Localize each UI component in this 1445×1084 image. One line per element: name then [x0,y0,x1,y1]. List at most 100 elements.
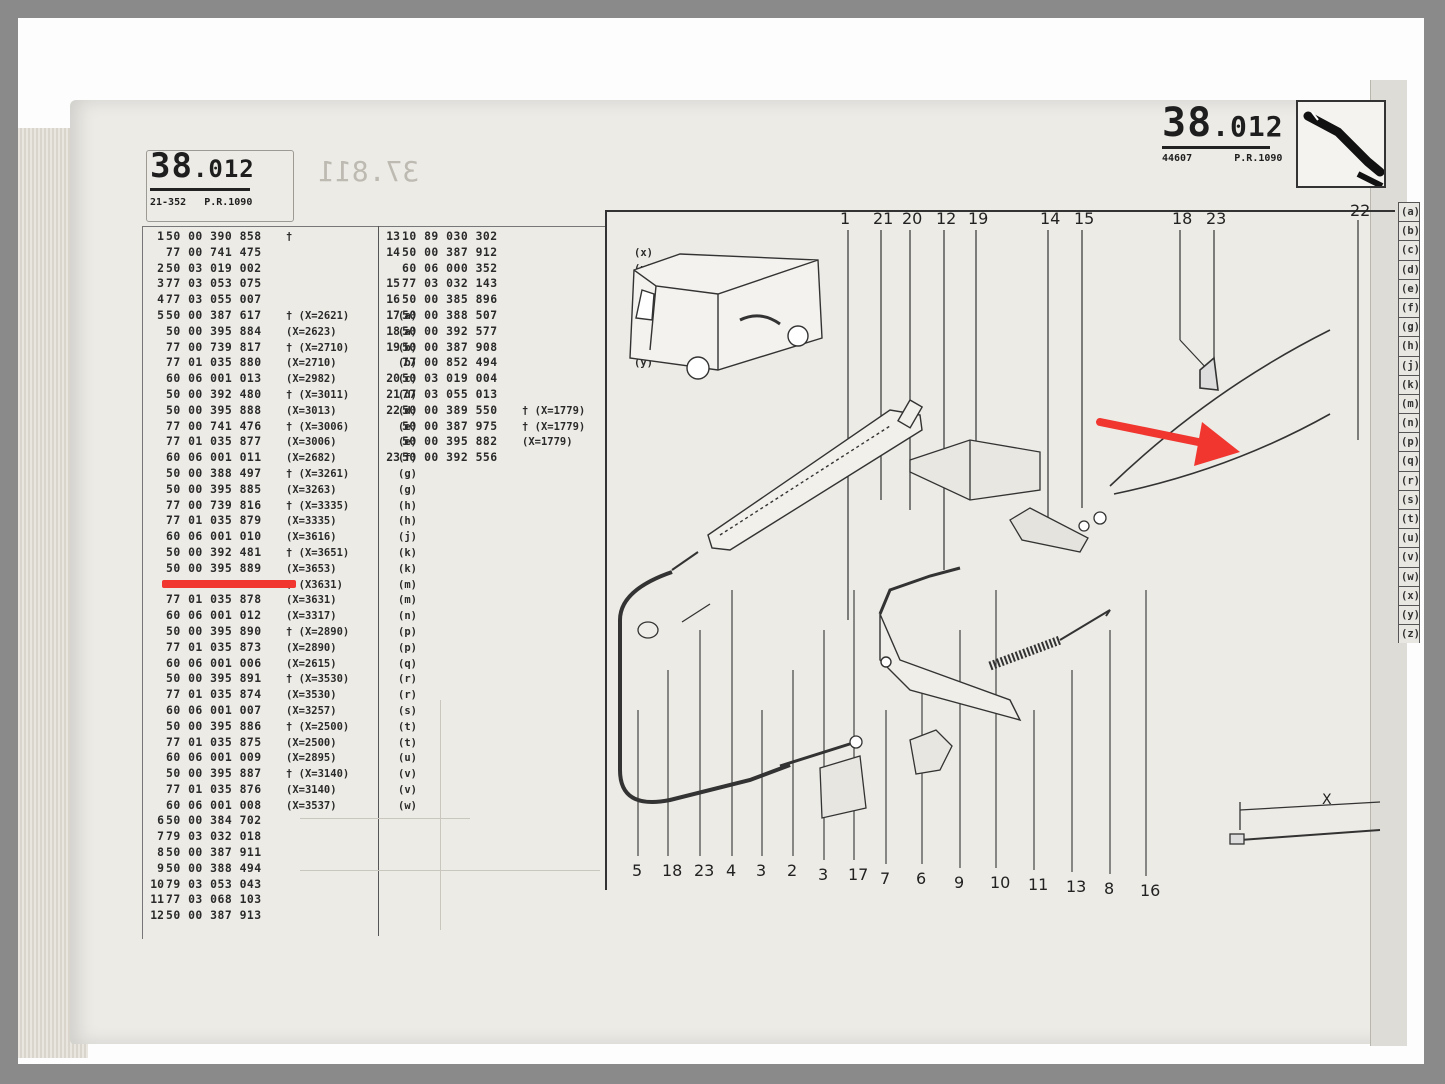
callout-bottom: 2 [787,861,797,880]
mounting-block [779,729,953,819]
part-number: 60 06 001 006 [166,655,262,670]
part-spec: † (X3631) [286,578,343,591]
bleed-line [300,818,470,819]
part-spec: (X=2895) [286,752,337,765]
part-number: 50 00 395 891 [166,671,262,686]
item-number: 11 [150,892,164,907]
item-number: 10 [150,876,164,891]
part-spec: (X=3006) [286,436,337,449]
variant-code: (j) [398,531,417,544]
part-spec: (X=2682) [286,452,337,465]
part-number: 77 03 068 103 [166,892,262,907]
front-cable [618,570,791,804]
part-row: 50 00 395 888(X=3013)(d) [146,403,417,419]
part-row: 50 00 395 886† (X=2500)(t) [146,719,417,735]
part-row: 60 06 001 007(X=3257)(s) [146,703,417,719]
part-row: 60 06 001 013(X=2982)(c) [146,371,417,387]
item-number: 19 [386,339,400,354]
item-number: 6 [157,813,164,828]
item-number: 20 [386,371,400,386]
item-number: 7 [157,829,164,844]
variant-code: (k) [398,562,417,575]
part-row: 50 00 395 884(X=2623)(a) [146,323,417,340]
part-number: 60 06 001 012 [166,608,262,623]
variant-letter: (k) [1398,374,1420,394]
callout-top: 18 [1172,209,1192,228]
part-number: 77 01 035 875 [166,734,262,749]
ref-main: 38 [150,146,193,186]
part-row: 77 00 739 816† (X=3335)(h) [146,498,417,514]
part-spec: † (X=2710) [286,341,350,354]
variant-letter: (r) [1398,470,1420,490]
part-number: 77 00 852 494 [402,355,498,370]
callout-bottom: 13 [1066,877,1086,896]
part-row: 77 00 739 817† (X=2710)(b) [146,340,417,356]
callout-top: 15 [1074,209,1094,228]
part-row: 77 00 741 475 [146,245,412,261]
callout-top: 22 [1350,201,1370,220]
part-row: 50 00 395 889(X=3653)(k) [146,560,417,577]
variant-letter: (s) [1398,489,1420,509]
variant-code: (h) [398,499,417,512]
variant-letter: (m) [1398,393,1420,414]
part-spec: (X=1779) [522,436,573,449]
part-spec: (X=3335) [286,515,337,528]
handbrake-icon-box [1296,100,1386,189]
part-row: 50 00 387 975† (X=1779) [382,419,648,435]
part-number: 50 00 392 556 [402,450,498,465]
callout-bottom: 23 [694,861,714,880]
handbrake-lever-part [707,399,924,551]
ref-pr: P.R.1090 [204,197,253,208]
variant-code: (p) [398,641,417,654]
part-row: 60 06 001 006(X=2615)(q) [146,655,417,672]
part-spec: † (X=1779) [522,420,586,433]
variant-letter: (a) [1398,202,1420,222]
part-number: 50 00 392 577 [402,323,498,338]
part-spec: † (X=3261) [286,467,350,480]
part-row: 50 00 395 891† (X=3530)(r) [146,671,417,687]
part-number: 79 03 053 043 [166,876,262,891]
part-spec: (X=3263) [286,483,337,496]
part-number: 50 00 395 884 [166,323,262,338]
van-illustration [629,253,823,380]
part-row: 77 01 035 874(X=3530)(r) [146,687,417,703]
item-number: 17 [386,307,400,322]
left-page-reference: 38.012 21-352 P.R.1090 [150,146,255,208]
part-number: 60 06 001 009 [166,750,262,765]
part-number: 77 01 035 876 [166,781,262,796]
part-number: 50 00 389 550 [402,402,498,417]
variant-code: (w) [398,799,417,812]
item-number: 21 [386,386,400,401]
part-number: 50 00 395 885 [166,481,262,496]
red-highlight-bar [162,580,296,588]
part-number: 50 00 395 882 [402,434,498,449]
part-row: 77 00 741 476† (X=3006)(e) [146,419,417,435]
part-row: 77 01 035 878(X=3631)(m) [146,592,417,608]
ref-decimal: .012 [192,155,255,183]
variant-code: (m) [398,594,417,607]
variant-code: (s) [398,704,417,717]
part-number: 77 01 035 878 [166,592,262,607]
part-spec: (X=3317) [286,610,337,623]
part-number: 50 00 395 889 [166,560,262,575]
part-row: 50 00 392 480† (X=3011)(d) [146,387,417,403]
part-spec: † (X=2890) [286,625,350,638]
right-page-reference: 38.012 44607 P.R.1090 [1162,100,1284,164]
part-spec: (X=3537) [286,799,337,812]
part-row: 60 06 001 009(X=2895)(u) [146,750,417,766]
callout-bottom: 3 [818,865,828,884]
item-number: 18 [386,323,400,338]
part-number: 77 01 035 874 [166,687,262,702]
variant-code: (t) [398,720,417,733]
part-spec: † (X=3335) [286,499,350,512]
